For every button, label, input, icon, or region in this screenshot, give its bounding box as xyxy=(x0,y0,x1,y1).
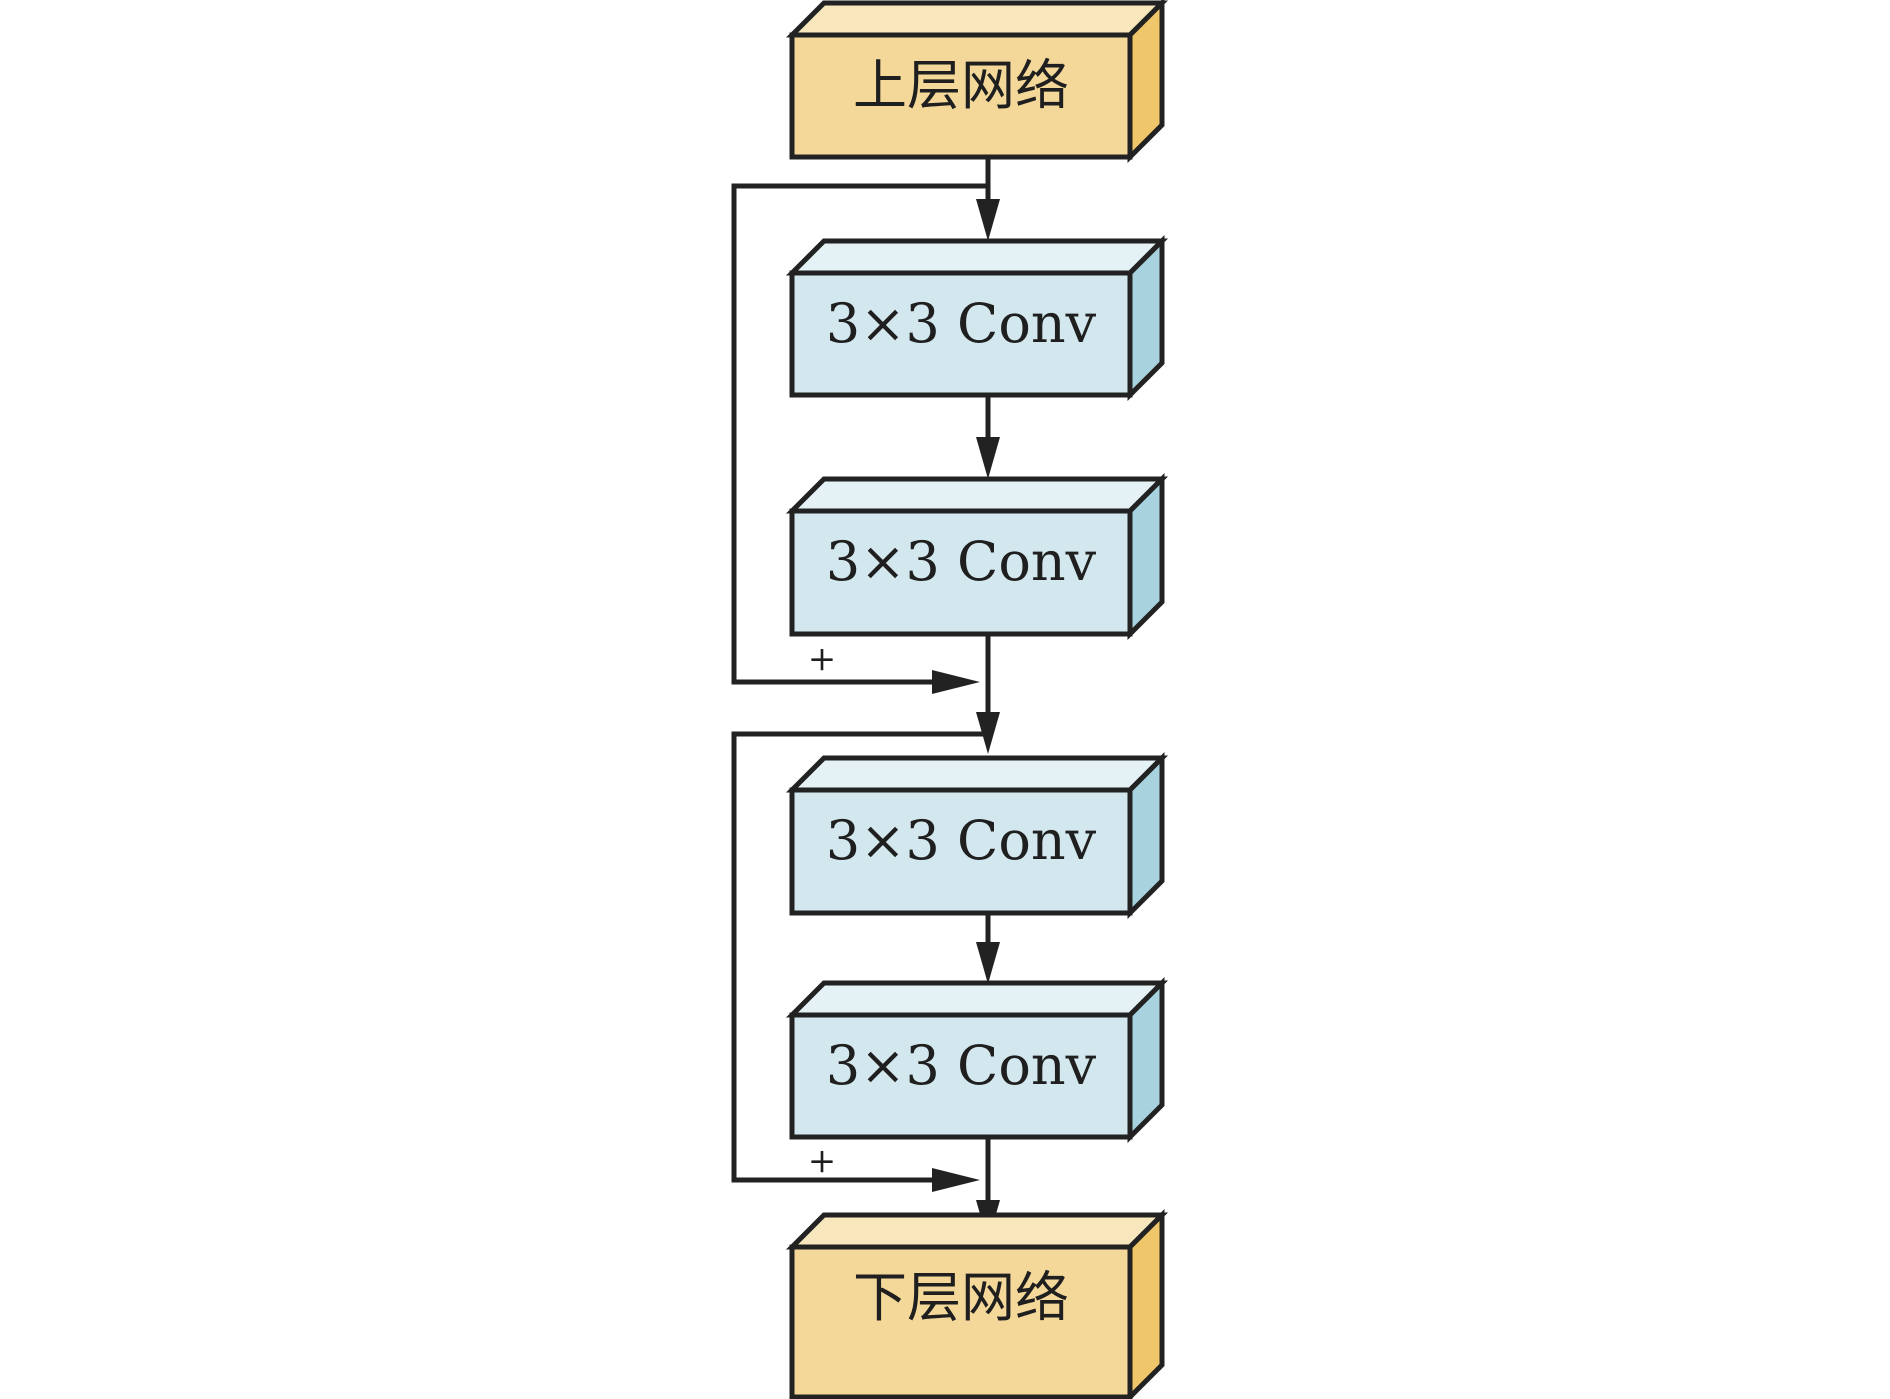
input-top-face xyxy=(785,0,1169,38)
sum-symbol-1: + xyxy=(808,639,837,679)
conv4-label: 3×3 Conv xyxy=(826,1034,1097,1097)
output-label: 下层网络 xyxy=(853,1266,1069,1329)
sum-symbol-2: + xyxy=(808,1141,837,1181)
skip-arrowhead-2 xyxy=(932,1168,980,1192)
conv-block-1: 3×3 Conv xyxy=(785,234,1169,402)
conv2-top-face xyxy=(785,476,1169,514)
arrow-conv3-conv4 xyxy=(976,942,1000,984)
input-block: 上层网络 xyxy=(785,0,1169,164)
conv-block-3: 3×3 Conv xyxy=(785,751,1169,920)
skip-arrowhead-1 xyxy=(932,670,980,694)
conv3-label: 3×3 Conv xyxy=(826,809,1097,872)
conv1-top-face xyxy=(785,238,1169,276)
conv3-front-face xyxy=(789,787,1133,916)
conv4-front-face xyxy=(789,1012,1133,1140)
input-label: 上层网络 xyxy=(853,54,1069,117)
conv-block-4: 3×3 Conv xyxy=(785,976,1169,1144)
input-front-face xyxy=(789,32,1133,160)
conv1-label: 3×3 Conv xyxy=(826,292,1097,355)
residual-connection-2: + xyxy=(731,731,990,1192)
conv2-front-face xyxy=(789,508,1133,637)
conv2-label: 3×3 Conv xyxy=(826,530,1097,593)
arrow-conv1-conv2 xyxy=(976,437,1000,479)
conv-block-2: 3×3 Conv xyxy=(785,472,1169,641)
output-front-face xyxy=(789,1244,1133,1399)
arrow-input-conv1 xyxy=(976,199,1000,241)
main-flow xyxy=(976,157,1000,1242)
output-top-face xyxy=(785,1212,1169,1250)
output-side-face xyxy=(1127,1208,1165,1399)
conv3-top-face xyxy=(785,755,1169,793)
output-block: 下层网络 xyxy=(785,1208,1169,1399)
skip-line-1 xyxy=(731,183,990,685)
conv1-front-face xyxy=(789,270,1133,398)
conv4-top-face xyxy=(785,980,1169,1018)
residual-connection-1: + xyxy=(731,183,990,694)
arrow-conv2-conv3 xyxy=(976,712,1000,754)
skip-line-2 xyxy=(731,731,990,1183)
